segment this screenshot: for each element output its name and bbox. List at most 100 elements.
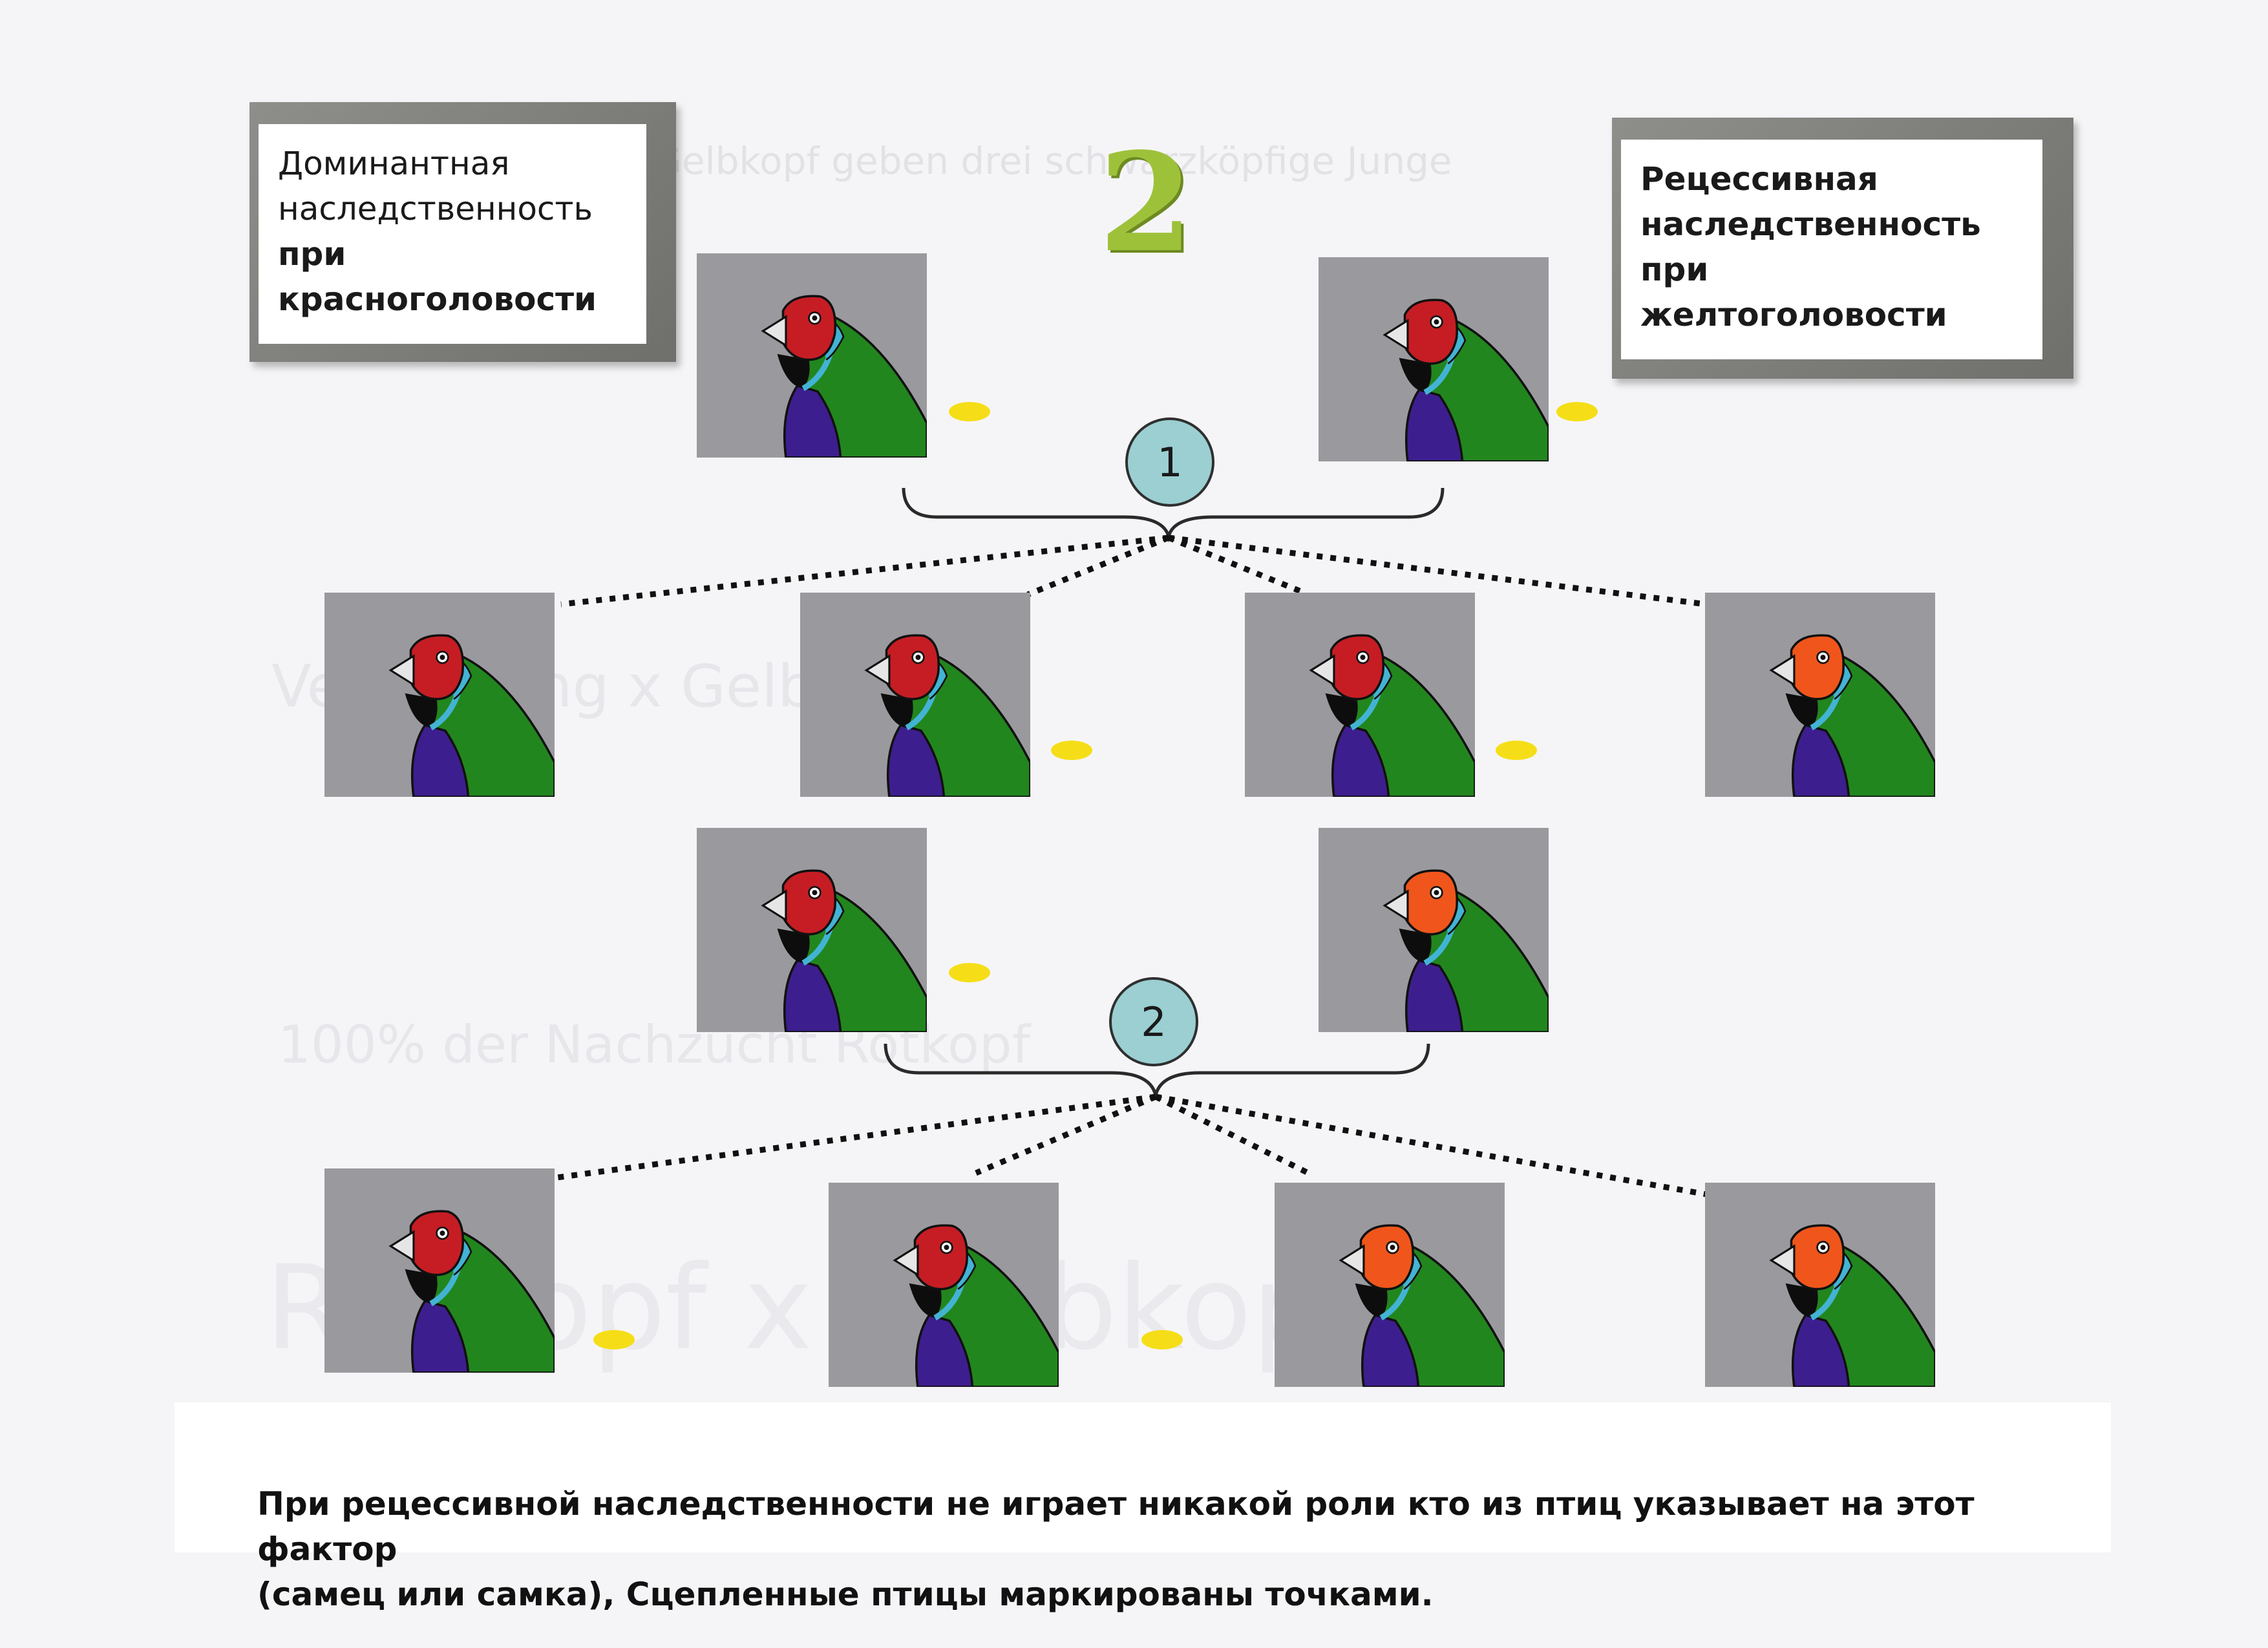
- marker-dot: [1556, 402, 1598, 421]
- throat-black: [1785, 1283, 1818, 1318]
- caption-panel: При рецессивной наследственности не игра…: [175, 1402, 2111, 1613]
- throat-black: [777, 928, 810, 964]
- throat-black: [1325, 693, 1358, 728]
- dotted-links-1: [560, 534, 1707, 607]
- finch-illustration: [697, 828, 927, 1032]
- finch-illustration: [800, 593, 1030, 797]
- beak: [761, 889, 787, 922]
- head: [1403, 299, 1458, 365]
- beak: [1769, 654, 1796, 687]
- pupil: [915, 655, 921, 660]
- beak: [1383, 889, 1409, 922]
- beak: [1309, 654, 1335, 687]
- throat-black: [777, 354, 810, 389]
- recessive-label-box: Рецессивная наследственность при желтого…: [1612, 118, 2073, 379]
- offspring-bird-2b: [829, 1183, 1059, 1387]
- offspring-bird-2a: [324, 1168, 555, 1373]
- chest-purple: [783, 958, 842, 1032]
- offspring-bird-2c: [1275, 1183, 1505, 1387]
- finch-illustration: [1319, 828, 1549, 1032]
- throat-black: [1399, 357, 1432, 393]
- beak: [1769, 1244, 1796, 1277]
- marker-dot: [949, 963, 990, 982]
- beak: [893, 1244, 919, 1277]
- chest-purple: [1791, 1313, 1850, 1387]
- pupil: [1820, 1245, 1826, 1251]
- beak: [761, 315, 787, 348]
- chest-purple: [1331, 723, 1390, 797]
- finch-illustration: [697, 253, 927, 458]
- finch-illustration: [324, 593, 555, 797]
- offspring-bird-1a: [324, 593, 555, 797]
- head: [409, 634, 464, 701]
- finch-illustration: [1275, 1183, 1505, 1387]
- dominant-label-box: Доминантная наследственность при красног…: [249, 102, 676, 362]
- offspring-bird-1d: [1705, 593, 1935, 797]
- recessive-label-line1: Рецессивная: [1640, 160, 1878, 198]
- beak: [864, 654, 891, 687]
- chest-purple: [1791, 723, 1850, 797]
- beak: [388, 654, 415, 687]
- pupil: [1434, 319, 1439, 325]
- throat-black: [405, 1269, 438, 1304]
- finch-illustration: [1705, 1183, 1935, 1387]
- parent-bird-1a: [697, 253, 927, 458]
- pupil: [812, 315, 818, 321]
- chest-purple: [886, 723, 946, 797]
- chest-purple: [1404, 958, 1464, 1032]
- figure-number: 2: [1099, 123, 1194, 282]
- chest-purple: [410, 1299, 470, 1373]
- chest-purple: [1361, 1313, 1420, 1387]
- brace-2: [884, 1043, 1430, 1096]
- head: [1403, 869, 1458, 936]
- throat-black: [909, 1283, 942, 1318]
- head: [781, 295, 836, 361]
- ghost-text-top: Gelbkopf geben drei schwarzköpfige Junge: [653, 139, 1452, 183]
- caption-text: При рецессивной наследственности не игра…: [257, 1481, 2106, 1617]
- beak: [1339, 1244, 1365, 1277]
- dotted-links-2: [556, 1093, 1707, 1198]
- brace-1: [902, 487, 1445, 543]
- throat-black: [880, 693, 913, 728]
- beak: [388, 1230, 415, 1263]
- cross-badge-1: 1: [1125, 417, 1214, 507]
- throat-black: [1785, 693, 1818, 728]
- pupil: [440, 1231, 445, 1236]
- pupil: [812, 890, 818, 896]
- head: [885, 634, 940, 701]
- marker-dot: [1141, 1330, 1183, 1349]
- dominant-label-line3: при: [278, 235, 346, 273]
- head: [913, 1224, 968, 1291]
- pupil: [1820, 655, 1826, 660]
- dominant-label-panel: Доминантная наследственность при красног…: [259, 124, 646, 344]
- pupil: [1360, 655, 1366, 660]
- parent-bird-1b: [1319, 257, 1549, 461]
- finch-illustration: [829, 1183, 1059, 1387]
- chest-purple: [410, 723, 470, 797]
- head: [1790, 634, 1845, 701]
- dominant-label-line2: наследственность: [278, 190, 593, 227]
- parent-bird-2b: [1319, 828, 1549, 1032]
- recessive-label-panel: Рецессивная наследственность при желтого…: [1621, 140, 2042, 359]
- pupil: [440, 655, 445, 660]
- head: [1790, 1224, 1845, 1291]
- head: [1359, 1224, 1414, 1291]
- recessive-label-line3: при: [1640, 251, 1709, 288]
- marker-dot: [1051, 741, 1092, 760]
- marker-dot: [593, 1330, 635, 1349]
- finch-illustration: [1705, 593, 1935, 797]
- chest-purple: [783, 384, 842, 458]
- finch-illustration: [1319, 257, 1549, 461]
- chest-purple: [915, 1313, 974, 1387]
- head: [409, 1210, 464, 1276]
- marker-dot: [949, 402, 990, 421]
- parent-bird-2a: [697, 828, 927, 1032]
- head: [781, 869, 836, 936]
- throat-black: [1399, 928, 1432, 964]
- dominant-label-line1: Доминантная: [278, 145, 510, 182]
- dominant-label-line4: красноголовости: [278, 280, 597, 318]
- offspring-bird-2d: [1705, 1183, 1935, 1387]
- recessive-label-line4: желтоголовости: [1640, 296, 1947, 333]
- pupil: [944, 1245, 949, 1251]
